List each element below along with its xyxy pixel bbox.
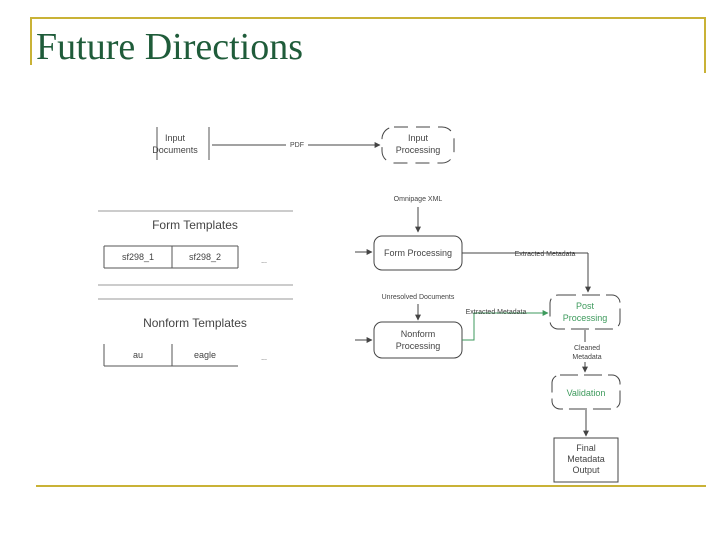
- nonform-processing-line2: Processing: [396, 341, 441, 351]
- form-processing-label: Form Processing: [384, 248, 452, 258]
- post-processing-node: Post Processing: [549, 294, 621, 330]
- unresolved-documents-label: Unresolved Documents: [382, 294, 455, 301]
- final-output-line1: Final: [576, 443, 596, 453]
- input-documents-line1: Input: [165, 133, 186, 143]
- final-output-node: Final Metadata Output: [553, 437, 619, 483]
- extracted-metadata-mid-label: Extracted Metadata: [466, 309, 527, 316]
- slide-title: Future Directions: [36, 26, 304, 68]
- final-output-line3: Output: [572, 465, 600, 475]
- cleaned-metadata-line1: Cleaned: [574, 345, 600, 352]
- pdf-label: PDF: [290, 142, 304, 149]
- template-au: au: [133, 350, 143, 360]
- left-rule: [30, 17, 32, 65]
- form-templates-title: Form Templates: [152, 218, 238, 232]
- nonform-templates-group: Nonform Templates au eagle ...: [98, 298, 293, 367]
- template-eagle: eagle: [194, 350, 216, 360]
- input-documents-box: Input Documents: [152, 127, 210, 160]
- post-processing-line2: Processing: [563, 313, 608, 323]
- template-sf298-1: sf298_1: [122, 252, 154, 262]
- nonform-processing-line1: Nonform: [401, 329, 436, 339]
- final-output-line2: Metadata: [567, 454, 605, 464]
- top-rule: [30, 17, 706, 19]
- nonform-processing-node: Nonform Processing: [373, 321, 463, 359]
- nonform-templates-title: Nonform Templates: [143, 316, 247, 330]
- post-processing-line1: Post: [576, 301, 595, 311]
- form-processing-node: Form Processing: [373, 235, 463, 271]
- extracted-metadata-top-label: Extracted Metadata: [515, 251, 576, 258]
- omnipage-xml-label: Omnipage XML: [394, 196, 443, 203]
- validation-node: Validation: [551, 374, 621, 410]
- input-documents-line2: Documents: [152, 145, 198, 155]
- validation-label: Validation: [567, 388, 606, 398]
- input-processing-node: Input Processing: [381, 126, 455, 164]
- right-rule: [704, 17, 706, 73]
- input-processing-line1: Input: [408, 133, 429, 143]
- nonform-to-post-arrow: [462, 310, 549, 341]
- form-templates-group: Form Templates sf298_1 sf298_2 ...: [98, 210, 293, 286]
- form-templates-ellipsis: ...: [261, 258, 267, 265]
- bottom-rule: [36, 485, 706, 487]
- input-processing-line2: Processing: [396, 145, 441, 155]
- cleaned-metadata-line2: Metadata: [572, 354, 601, 361]
- nonform-templates-ellipsis: ...: [261, 355, 267, 362]
- template-sf298-2: sf298_2: [189, 252, 221, 262]
